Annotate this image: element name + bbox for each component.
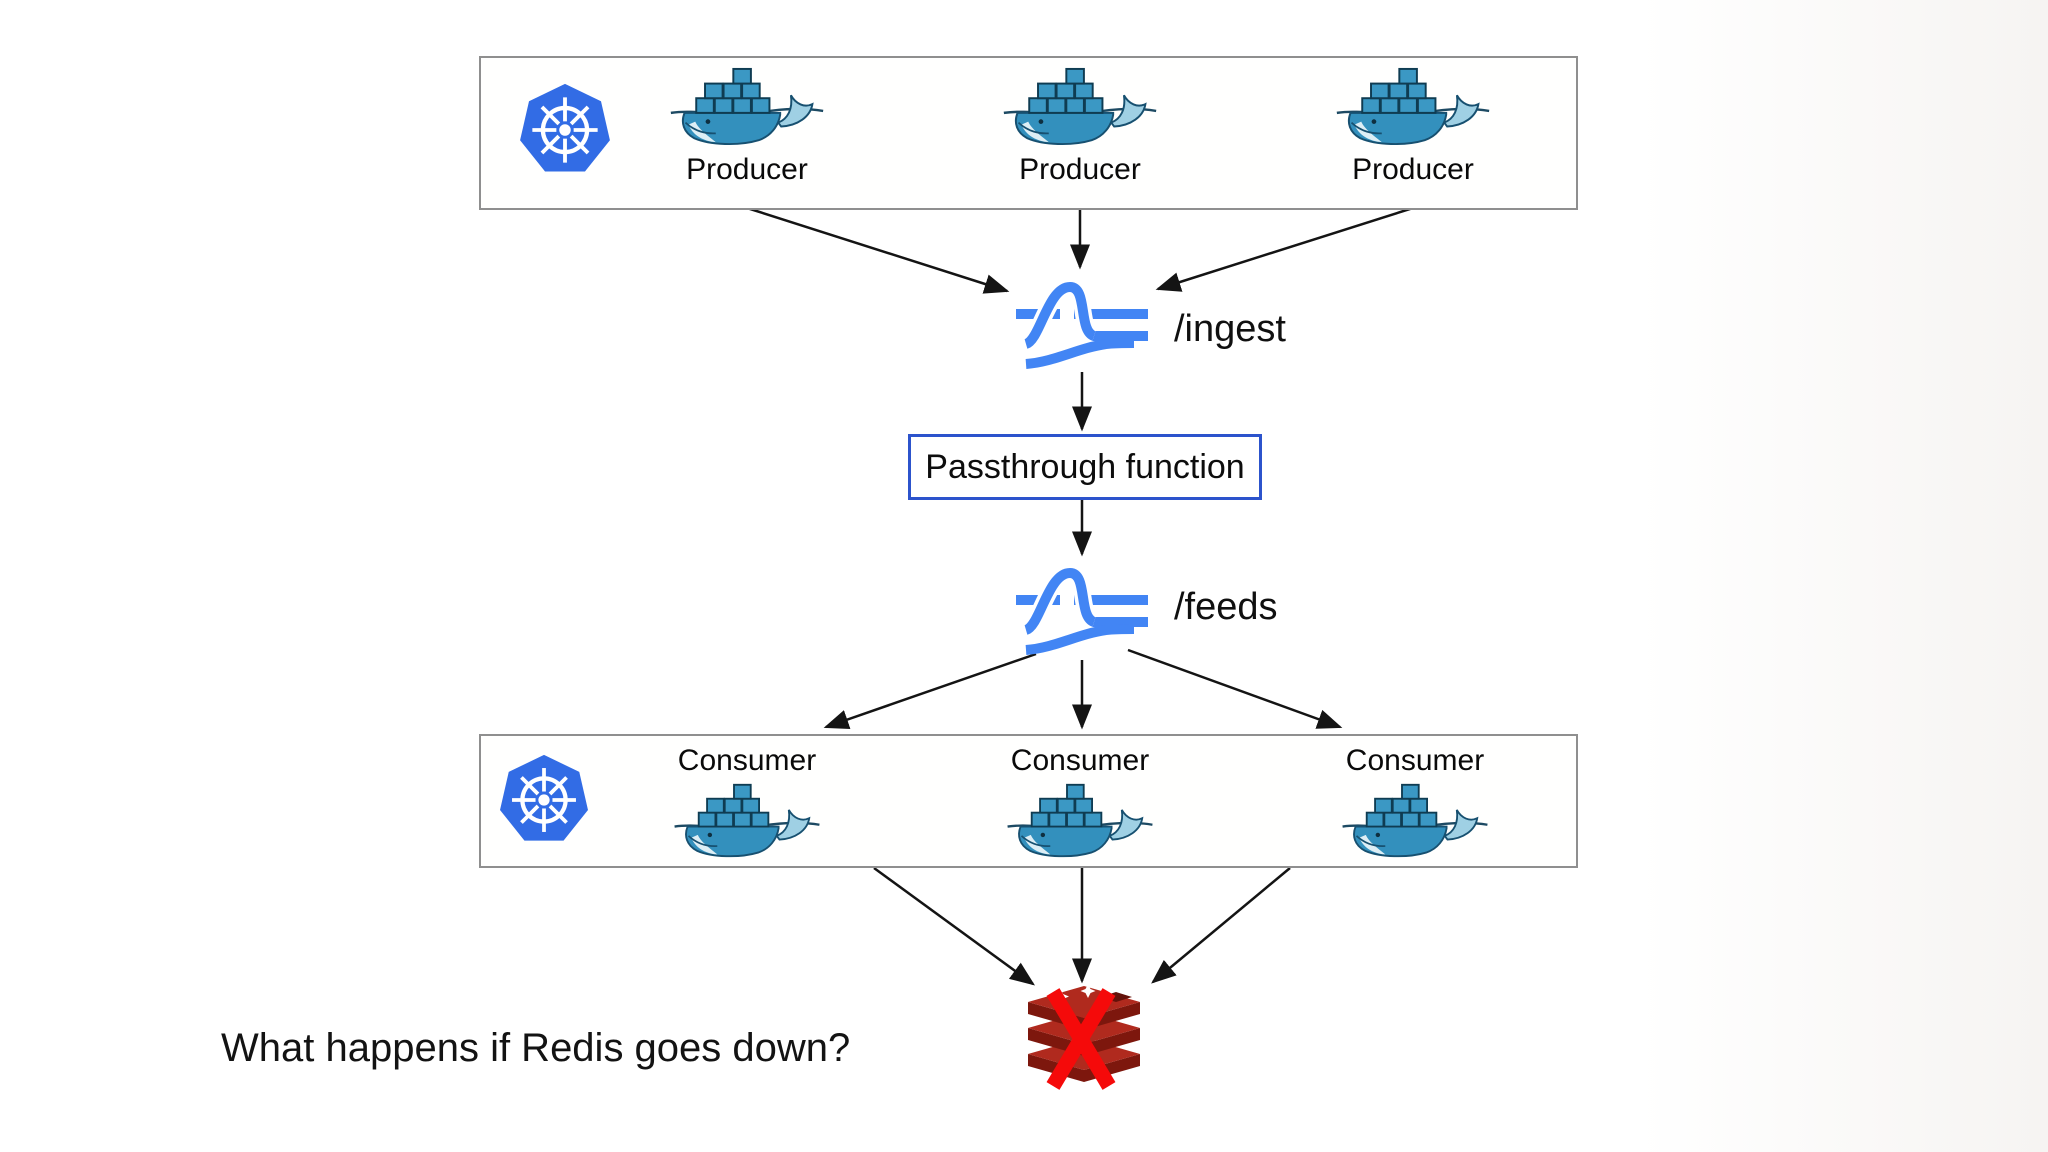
producer-label: Producer: [1019, 153, 1141, 186]
consumer-label: Consumer: [1345, 744, 1485, 777]
passthrough-function-label: Passthrough function: [925, 447, 1245, 486]
arrow-consumer3-redis: [1151, 867, 1291, 984]
question-text: What happens if Redis goes down?: [221, 1026, 851, 1070]
producer-label: Producer: [686, 153, 808, 186]
red-x-icon: [1043, 986, 1119, 1092]
arrow-feeds-consumer3: [1127, 648, 1343, 729]
docker-whale-icon: [1005, 782, 1155, 860]
ingress-endpoint-icon: [1014, 274, 1150, 370]
consumer-item: Consumer: [970, 744, 1190, 860]
consumer-label: Consumer: [1010, 744, 1150, 777]
arrow-feeds-consumer1: [823, 652, 1037, 730]
feeds-endpoint-label: /feeds: [1174, 586, 1278, 628]
producer-item: Producer: [1303, 66, 1523, 186]
passthrough-function-box: Passthrough function: [908, 434, 1262, 500]
docker-whale-icon: [1340, 782, 1490, 860]
arrow-producer1-ingest: [746, 206, 1010, 294]
arrow-consumer1-redis: [873, 866, 1036, 986]
docker-whale-icon: [1334, 66, 1492, 148]
ingest-endpoint-label: /ingest: [1174, 308, 1286, 350]
docker-whale-icon: [1001, 66, 1159, 148]
ingress-endpoint-icon: [1014, 560, 1150, 656]
kubernetes-icon: [497, 748, 591, 852]
producer-item: Producer: [637, 66, 857, 186]
kubernetes-icon: [517, 78, 613, 182]
arrow-producer3-ingest: [1155, 206, 1414, 292]
docker-whale-icon: [668, 66, 826, 148]
consumer-label: Consumer: [677, 744, 817, 777]
consumer-item: Consumer: [1305, 744, 1525, 860]
producer-item: Producer: [970, 66, 1190, 186]
consumer-item: Consumer: [637, 744, 857, 860]
producer-label: Producer: [1352, 153, 1474, 186]
docker-whale-icon: [672, 782, 822, 860]
